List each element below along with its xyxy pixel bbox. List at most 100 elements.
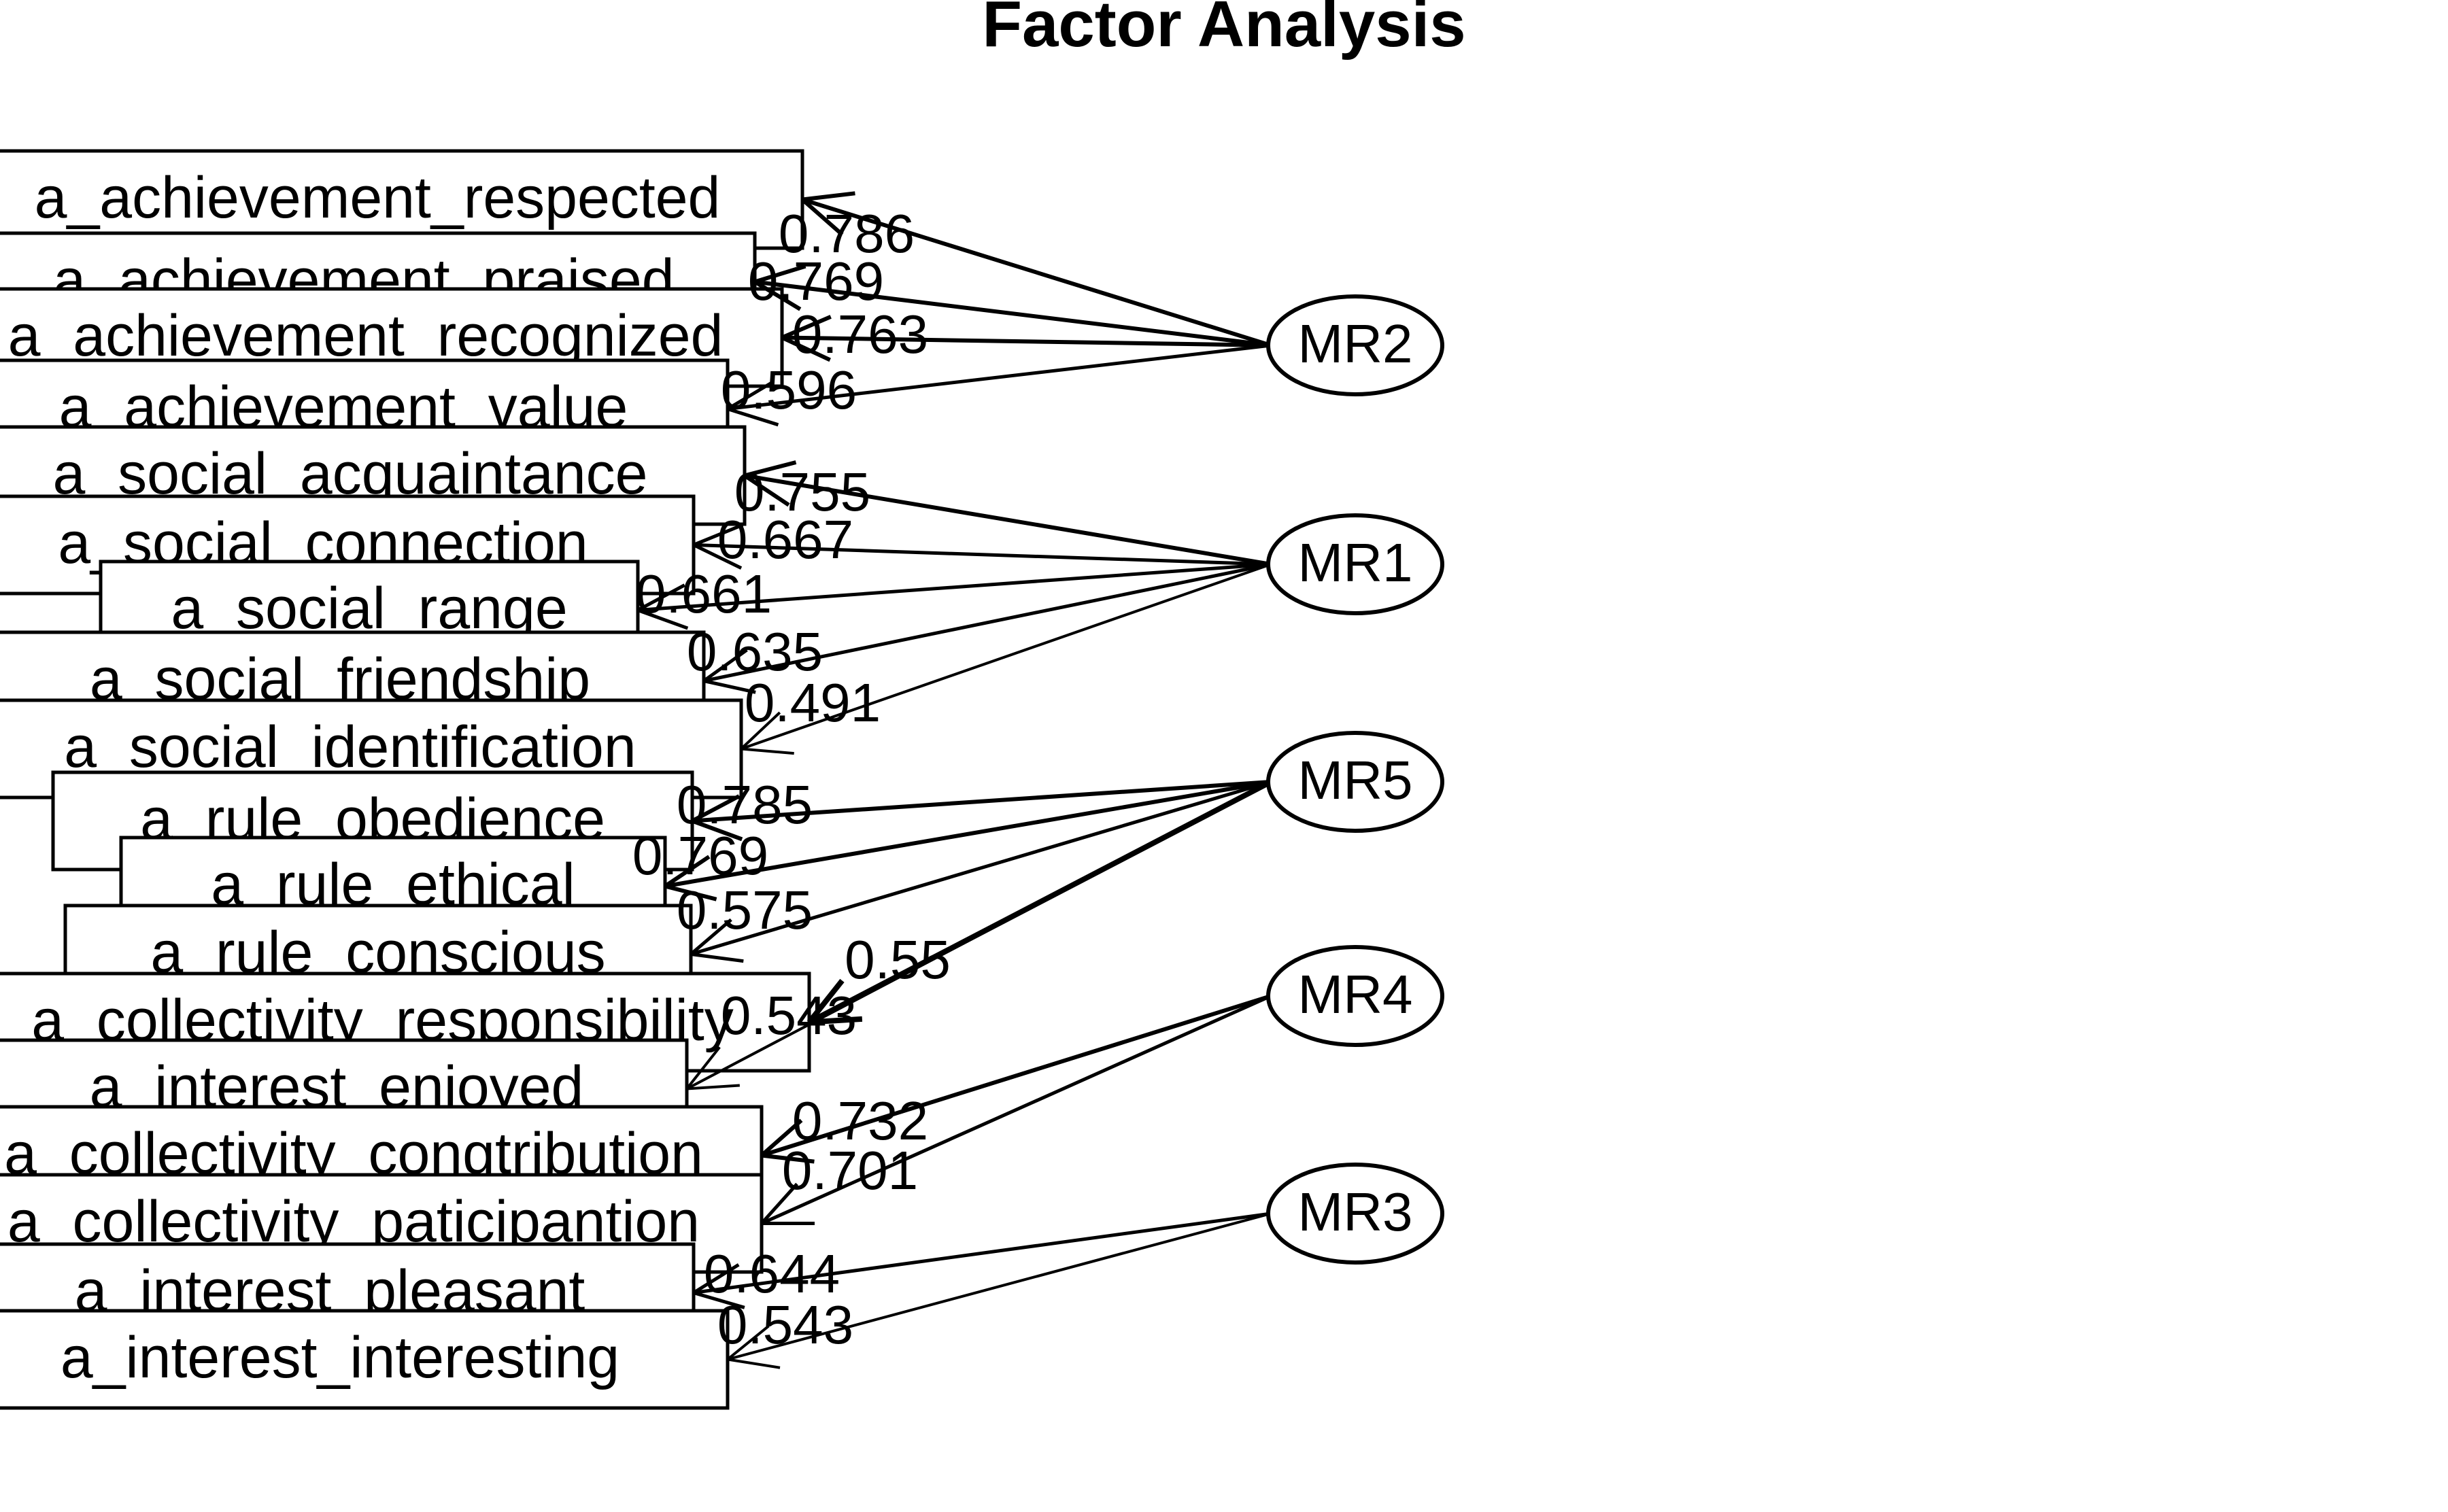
loading-value: 0.667 <box>717 509 853 570</box>
loading-edge-line <box>781 335 1272 347</box>
loading-edges <box>636 191 1272 1369</box>
factor-node: MR2 <box>1266 294 1444 396</box>
loading-value: 0.769 <box>632 825 768 886</box>
arrow-head <box>781 315 832 340</box>
loading-edge-line <box>637 562 1272 612</box>
factor-node: MR4 <box>1266 945 1444 1047</box>
loading-labels: 0.7860.7690.7630.5960.7550.6670.6610.635… <box>632 203 951 1355</box>
factor-label: MR2 <box>1298 313 1413 374</box>
variable-box-label: a_social_identification <box>64 715 636 780</box>
arrow-head <box>685 1046 721 1090</box>
factor-ellipse <box>1266 945 1444 1047</box>
factor-node: MR1 <box>1266 513 1444 615</box>
arrow-head <box>690 952 744 963</box>
arrow-head <box>691 819 743 842</box>
arrow-head <box>703 679 756 694</box>
loading-edge-line <box>760 994 1272 1225</box>
loading-value: 0.769 <box>748 251 884 311</box>
factor-node: MR3 <box>1266 1163 1444 1265</box>
loading-value: 0.701 <box>782 1140 918 1201</box>
loading-edge-line <box>741 563 1272 751</box>
arrow-head <box>690 918 732 956</box>
loading-edge <box>743 460 1272 566</box>
loading-edge <box>753 264 1272 347</box>
arrow-head <box>727 407 779 427</box>
loading-edge <box>664 780 1272 901</box>
loading-edge-line <box>761 994 1272 1158</box>
loading-edge-line <box>693 1212 1272 1294</box>
loading-edge <box>690 780 1272 963</box>
arrow-head <box>809 1016 863 1025</box>
factor-ellipse <box>1266 731 1444 833</box>
factor-label: MR5 <box>1298 750 1413 810</box>
arrow-head <box>664 855 711 888</box>
loading-edge-line <box>703 562 1272 683</box>
arrow-head <box>693 523 744 547</box>
arrow-head <box>664 884 717 901</box>
loading-value: 0.786 <box>779 203 915 264</box>
loading-edge <box>691 780 1272 842</box>
loading-edge <box>781 315 1272 362</box>
loading-value: 0.785 <box>677 774 813 835</box>
loading-edge <box>636 562 1272 630</box>
factor-label: MR1 <box>1298 532 1413 593</box>
loading-value: 0.543 <box>717 1294 853 1355</box>
arrow-head <box>726 380 775 411</box>
loading-value: 0.635 <box>687 621 823 682</box>
loading-value: 0.755 <box>734 462 870 522</box>
arrow-head <box>702 648 748 683</box>
loading-edge <box>726 1212 1272 1369</box>
loading-edge <box>692 523 1272 570</box>
arrow-head <box>727 1358 781 1369</box>
factor-node: MR5 <box>1266 731 1444 833</box>
arrow-head <box>801 198 844 237</box>
loading-value: 0.55 <box>845 929 951 990</box>
loading-edge-line <box>692 780 1272 823</box>
loading-edge-line <box>727 1212 1272 1361</box>
arrow-head <box>761 1153 815 1164</box>
variable-box-label: a_interest_interesting <box>61 1325 619 1390</box>
loading-edge <box>801 191 1272 347</box>
loading-edge <box>692 1212 1272 1309</box>
loading-value: 0.491 <box>745 672 881 733</box>
loading-edge-line <box>664 780 1272 889</box>
loading-edge-line <box>693 543 1272 566</box>
arrow-head <box>760 1118 803 1157</box>
variable-box-label: a_achievement_respected <box>35 165 721 230</box>
loading-value: 0.661 <box>636 564 772 624</box>
arrow-head <box>691 794 741 823</box>
loading-edge-line <box>744 473 1272 566</box>
loading-edge-line <box>690 780 1272 956</box>
arrow-head <box>686 1084 740 1090</box>
arrow-head <box>802 191 855 202</box>
arrow-head <box>744 460 797 478</box>
variable-box-label: a_social_range <box>171 576 567 641</box>
loading-edge-line <box>686 780 1272 1090</box>
factor-ellipse <box>1266 294 1444 396</box>
loading-edge-line <box>754 279 1272 347</box>
arrow-head <box>806 978 845 1024</box>
page-title: Factor Analysis <box>982 0 1465 61</box>
loading-value: 0.596 <box>721 360 857 420</box>
arrow-head <box>743 474 790 507</box>
loading-edge-line <box>727 343 1272 411</box>
factor-ellipse <box>1266 1163 1444 1265</box>
arrow-head <box>740 711 781 750</box>
variable-box: a_interest_interesting <box>0 1309 730 1410</box>
loading-edge <box>702 562 1272 694</box>
loading-edge <box>685 780 1272 1090</box>
arrow-head <box>760 1182 798 1225</box>
arrow-head <box>753 279 802 311</box>
arrow-head <box>692 543 743 570</box>
loading-value: 0.543 <box>721 985 857 1046</box>
loading-value: 0.732 <box>792 1090 928 1151</box>
factor-label: MR3 <box>1298 1182 1413 1242</box>
arrow-head <box>781 335 831 362</box>
loading-value: 0.575 <box>677 880 813 940</box>
factor-ellipse <box>1266 513 1444 615</box>
arrow-head <box>692 1263 740 1294</box>
loading-value: 0.763 <box>792 304 928 364</box>
